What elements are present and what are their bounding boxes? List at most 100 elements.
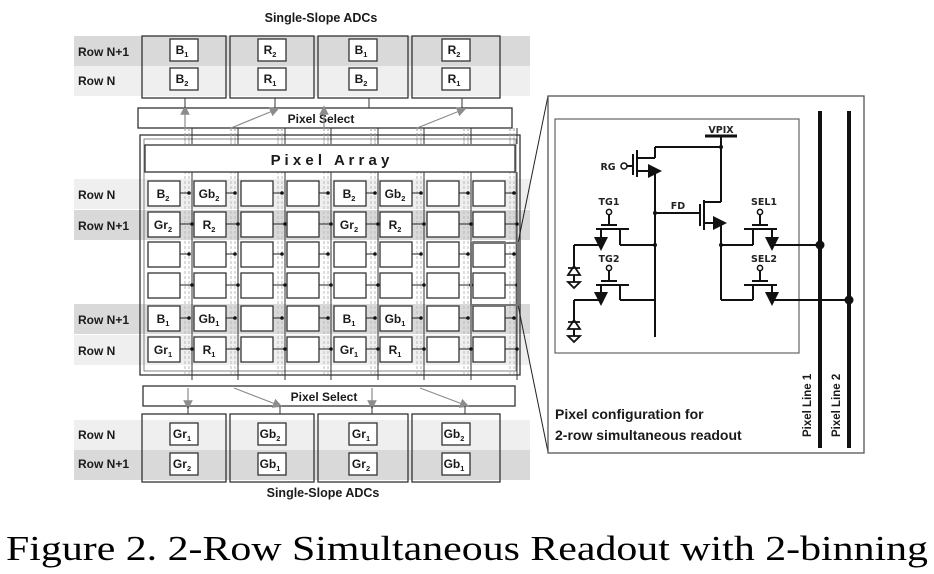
- pixel-cell-label: Gb2: [199, 187, 220, 203]
- row-label: Row N: [78, 344, 115, 358]
- pixel-cell-label: Gr1: [340, 343, 358, 359]
- pixel-line-2-junction: [844, 295, 854, 305]
- pixel-cell: [240, 211, 274, 238]
- pixel-select-top-label: Pixel Select: [288, 112, 355, 126]
- pixel-cell: [379, 180, 413, 207]
- adc-cell: [348, 452, 378, 476]
- adc-cell-label: R2: [264, 43, 277, 59]
- pixel-cell: [147, 272, 181, 299]
- adc-cell-label: Gr1: [173, 427, 191, 443]
- pixel-cell: [240, 241, 274, 268]
- adc-cell-label: R2: [448, 43, 461, 59]
- adc-cell-label: R1: [448, 72, 461, 88]
- pixel-cell-label: R1: [203, 343, 216, 359]
- zoom-connector-top: [517, 95, 549, 244]
- pixel-cell-label: B2: [157, 187, 170, 203]
- ground-2-icon: [565, 335, 583, 344]
- row-label: Row N+1: [78, 45, 129, 59]
- pixel-cell: [240, 336, 274, 363]
- adc-cell-label: R1: [264, 72, 277, 88]
- adc-cell: [348, 422, 378, 446]
- pixel-cell: [286, 336, 320, 363]
- rg-terminal-icon: [620, 162, 628, 170]
- pixel-cell-label: R2: [389, 218, 402, 234]
- row-label: Row N: [78, 74, 115, 88]
- pixel-cell: [240, 272, 274, 299]
- pixel-cell: [426, 305, 460, 332]
- pixel-cell-label: Gr2: [340, 218, 358, 234]
- adc-cell: [257, 38, 287, 62]
- circuit-inner-frame: [554, 118, 800, 354]
- ground-1-icon: [565, 281, 583, 290]
- pixel-cell-label: Gb1: [199, 312, 220, 328]
- adc-column: [229, 35, 315, 99]
- adc-cell-label: B1: [355, 43, 368, 59]
- circuit-caption-line1: Pixel configuration for: [555, 406, 704, 422]
- pixel-array-title: P i x e l A r r a y: [271, 152, 390, 169]
- adc-cell-label: Gb1: [260, 457, 281, 473]
- pixel-cell: [193, 272, 227, 299]
- row-label: Row N: [78, 428, 115, 442]
- photodiode-1-icon: [566, 264, 582, 276]
- tg2-label: TG2: [599, 254, 620, 265]
- pixel-cell: [472, 180, 506, 207]
- adc-cell: [441, 38, 471, 62]
- pixel-cell-label: Gr2: [154, 218, 172, 234]
- pixel-cell: [379, 305, 413, 332]
- pixel-cell: [333, 272, 367, 299]
- adc-cell: [169, 452, 199, 476]
- pixel-cell: [379, 336, 413, 363]
- pixel-cell: [426, 211, 460, 238]
- pixel-cell: [286, 272, 320, 299]
- adc-cell-label: Gb2: [260, 427, 281, 443]
- adc-column: [141, 35, 227, 99]
- adc-cell: [257, 422, 287, 446]
- circuit-outer-frame: [547, 95, 865, 454]
- pixel-cell-label: Gb2: [385, 187, 406, 203]
- vpix-label: VPIX: [708, 125, 734, 136]
- pixel-cell: [240, 180, 274, 207]
- bottom-adc-title: Single-Slope ADCs: [267, 486, 380, 500]
- pixel-cell-label: B1: [343, 312, 356, 328]
- adc-cell-label: Gr2: [352, 457, 370, 473]
- sel2-terminal-icon: [756, 264, 764, 272]
- adc-cell-label: B2: [176, 72, 189, 88]
- tg1-terminal-icon: [605, 208, 613, 216]
- pixel-array-title-box: [144, 144, 516, 173]
- pixel-line-2-label: Pixel Line 2: [831, 374, 843, 437]
- pixel-cell: [147, 336, 181, 363]
- pixel-cell: [426, 241, 460, 268]
- pixel-cell: [379, 241, 413, 268]
- adc-cell: [169, 38, 199, 62]
- pixel-cell: [147, 180, 181, 207]
- tg1-label: TG1: [599, 197, 620, 208]
- adc-cell: [441, 422, 471, 446]
- pixel-cell: [333, 211, 367, 238]
- row-label: Row N+1: [78, 219, 129, 233]
- pixel-cell: [147, 241, 181, 268]
- pixel-cell: [333, 180, 367, 207]
- pixel-cell: [472, 272, 506, 299]
- adc-cell: [348, 38, 378, 62]
- circuit-caption-line2: 2-row simultaneous readout: [555, 427, 742, 443]
- fd-label: FD: [671, 201, 685, 212]
- top-adc-title: Single-Slope ADCs: [265, 11, 378, 25]
- adc-column: [229, 413, 315, 483]
- row-label: Row N: [78, 188, 115, 202]
- rg-label: RG: [600, 162, 615, 173]
- row-label: Row N+1: [78, 313, 129, 327]
- sel1-terminal-icon: [756, 208, 764, 216]
- adc-cell-label: Gr2: [173, 457, 191, 473]
- adc-cell-label: Gb1: [444, 457, 465, 473]
- pixel-cell: [193, 241, 227, 268]
- pixel-cell-label: Gr1: [154, 343, 172, 359]
- adc-column: [411, 35, 501, 99]
- pixel-circuit: Pixel Line 1 Pixel Line 2: [547, 95, 865, 454]
- pixel-cell: [472, 305, 506, 332]
- bottom-adc-block: Pixel Select Row N Row N+1 Gr1Gr2Gb2Gb1G…: [74, 385, 530, 500]
- select-arrows: [180, 98, 470, 414]
- pixel-array-inner-frame: [143, 138, 517, 372]
- adc-cell-label: B2: [355, 72, 368, 88]
